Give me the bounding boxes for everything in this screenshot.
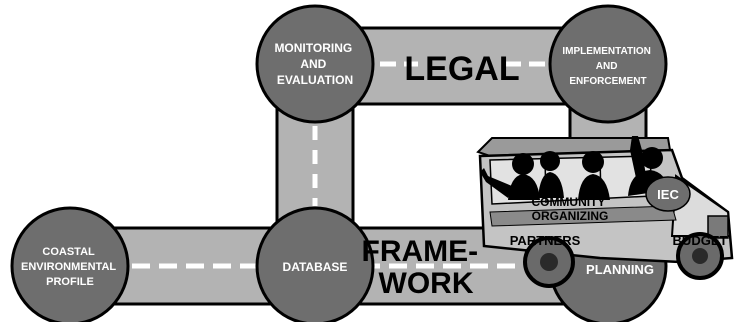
label-implementation-enforcement: IMPLEMENTATION AND ENFORCEMENT — [562, 46, 653, 87]
jeep-stripe — [489, 205, 677, 227]
label-database: DATABASE — [283, 260, 348, 274]
label-community-organizing: COMMUNITY ORGANIZING — [531, 195, 608, 223]
passenger-head-3 — [582, 151, 604, 173]
passenger-head-2 — [540, 151, 560, 171]
passenger-head-1 — [512, 153, 534, 175]
node-monitoring-evaluation — [255, 4, 375, 124]
node-implementation-enforcement — [548, 4, 668, 124]
jeep-wheel-rear-hub — [540, 253, 558, 271]
passenger-arm-1 — [480, 168, 512, 198]
jeep-grille — [707, 215, 729, 239]
iec-oval — [645, 176, 691, 212]
label-legal: LEGAL — [404, 50, 519, 88]
node-database — [255, 206, 375, 322]
jeep-wheel-front-hub — [692, 248, 708, 264]
node-coastal-environmental-profile — [10, 206, 130, 322]
label-monitoring-evaluation: MONITORING AND EVALUATION — [274, 41, 355, 87]
jeepney — [476, 136, 734, 288]
label-partners: PARTNERS — [510, 233, 581, 248]
passenger-body-2 — [538, 172, 564, 198]
passenger-arm-4 — [630, 136, 646, 178]
passenger-head-4 — [641, 147, 663, 169]
passenger-body-1 — [508, 174, 540, 200]
passenger-body-3 — [578, 174, 610, 200]
lane-dashes — [132, 61, 552, 269]
label-planning: PLANNING — [586, 262, 654, 277]
label-framework: FRAME- WORK — [362, 235, 487, 300]
label-iec: IEC — [657, 187, 679, 202]
label-coastal-environmental-profile: COASTAL ENVIRONMENTAL PROFILE — [21, 246, 119, 288]
label-budget: BUDGET — [673, 233, 728, 248]
